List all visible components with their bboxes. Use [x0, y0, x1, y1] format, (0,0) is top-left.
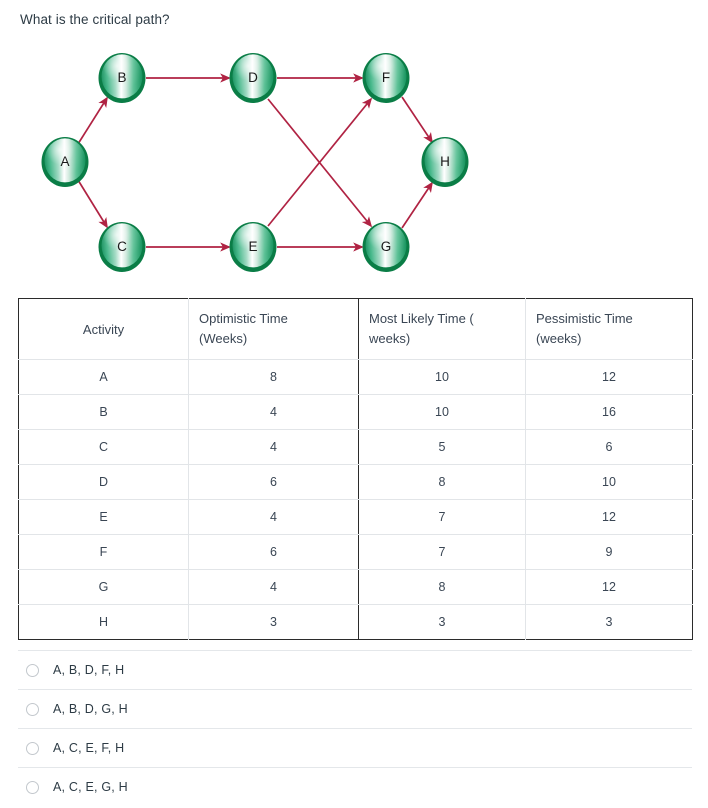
diagram-nodes: A B C D	[41, 53, 469, 272]
diagram-edges	[77, 73, 433, 252]
answer-options: A, B, D, F, H A, B, D, G, H A, C, E, F, …	[18, 650, 692, 806]
node-label-g: G	[381, 239, 392, 254]
cell-activity: G	[18, 569, 189, 605]
cell-optimistic: 6	[188, 464, 359, 500]
cell-activity: E	[18, 499, 189, 535]
node-label-h: H	[440, 154, 450, 169]
cell-pessimistic: 3	[525, 604, 693, 640]
answer-option-3[interactable]: A, C, E, F, H	[18, 728, 692, 767]
cell-optimistic: 8	[188, 359, 359, 395]
table-row: C 4 5 6	[18, 429, 693, 465]
table-body: A 8 10 12 B 4 10 16 C 4 5 6 D 6 8 10 E 4…	[18, 359, 693, 640]
network-diagram: A B C D	[0, 36, 708, 288]
node-g: G	[362, 222, 410, 272]
column-header-pessimistic-line2: (weeks)	[536, 331, 582, 346]
table-header-row: Activity Optimistic Time (Weeks) Most Li…	[18, 298, 693, 360]
node-c: C	[98, 222, 146, 272]
node-label-b: B	[117, 70, 126, 85]
radio-button-icon[interactable]	[26, 702, 39, 716]
node-a: A	[41, 137, 89, 187]
node-label-a: A	[60, 154, 69, 169]
cell-activity: A	[18, 359, 189, 395]
page-title: What is the critical path?	[20, 12, 170, 27]
cell-optimistic: 4	[188, 394, 359, 430]
answer-option-label: A, C, E, G, H	[53, 780, 128, 794]
node-label-e: E	[248, 239, 257, 254]
node-label-d: D	[248, 70, 258, 85]
cell-pessimistic: 10	[525, 464, 693, 500]
node-h: H	[421, 137, 469, 187]
cell-most-likely: 10	[358, 394, 526, 430]
cell-pessimistic: 12	[525, 359, 693, 395]
column-header-pessimistic-line1: Pessimistic Time	[536, 310, 633, 326]
node-label-f: F	[382, 70, 390, 85]
column-header-optimistic: Optimistic Time (Weeks)	[188, 298, 359, 360]
column-header-most-likely-line2: weeks)	[369, 331, 411, 346]
cell-most-likely: 5	[358, 429, 526, 465]
answer-option-label: A, C, E, F, H	[53, 741, 125, 755]
cell-most-likely: 8	[358, 569, 526, 605]
table-row: D 6 8 10	[18, 464, 693, 500]
cell-pessimistic: 9	[525, 534, 693, 570]
cell-activity: D	[18, 464, 189, 500]
column-header-most-likely-line1: Most Likely Time (	[369, 310, 474, 326]
column-header-optimistic-line1: Optimistic Time	[199, 310, 288, 326]
node-e: E	[229, 222, 277, 272]
cell-pessimistic: 12	[525, 499, 693, 535]
node-d: D	[229, 53, 277, 103]
table-row: A 8 10 12	[18, 359, 693, 395]
cell-most-likely: 10	[358, 359, 526, 395]
cell-optimistic: 6	[188, 534, 359, 570]
cell-optimistic: 3	[188, 604, 359, 640]
edge-e-f	[267, 97, 373, 227]
cell-optimistic: 4	[188, 569, 359, 605]
node-label-c: C	[117, 239, 127, 254]
column-header-most-likely: Most Likely Time ( weeks)	[358, 298, 526, 360]
cell-pessimistic: 6	[525, 429, 693, 465]
cell-optimistic: 4	[188, 499, 359, 535]
cell-activity: B	[18, 394, 189, 430]
cell-activity: C	[18, 429, 189, 465]
cell-most-likely: 7	[358, 534, 526, 570]
cell-most-likely: 7	[358, 499, 526, 535]
edge-g-h	[401, 181, 433, 229]
table-row: E 4 7 12	[18, 499, 693, 535]
table-row: B 4 10 16	[18, 394, 693, 430]
node-f: F	[362, 53, 410, 103]
cell-activity: F	[18, 534, 189, 570]
pert-estimates-table: Activity Optimistic Time (Weeks) Most Li…	[18, 298, 693, 640]
node-b: B	[98, 53, 146, 103]
answer-option-1[interactable]: A, B, D, F, H	[18, 650, 692, 689]
cell-optimistic: 4	[188, 429, 359, 465]
radio-button-icon[interactable]	[26, 741, 39, 755]
column-header-optimistic-line2: (Weeks)	[199, 331, 248, 346]
column-header-activity: Activity	[18, 298, 189, 360]
answer-option-4[interactable]: A, C, E, G, H	[18, 767, 692, 806]
radio-button-icon[interactable]	[26, 663, 39, 677]
edge-a-c	[77, 179, 108, 229]
radio-button-icon[interactable]	[26, 780, 39, 794]
table-row: F 6 7 9	[18, 534, 693, 570]
table-header: Activity Optimistic Time (Weeks) Most Li…	[18, 298, 693, 360]
answer-option-2[interactable]: A, B, D, G, H	[18, 689, 692, 728]
cell-pessimistic: 16	[525, 394, 693, 430]
cell-pessimistic: 12	[525, 569, 693, 605]
column-header-pessimistic: Pessimistic Time (weeks)	[525, 298, 693, 360]
edge-a-b	[77, 96, 108, 145]
edge-f-h	[401, 96, 433, 144]
cell-activity: H	[98, 615, 109, 629]
cell-most-likely: 3	[358, 604, 526, 640]
answer-option-label: A, B, D, G, H	[53, 702, 128, 716]
cell-most-likely: 8	[358, 464, 526, 500]
table-row: G 4 8 12	[18, 569, 693, 605]
answer-option-label: A, B, D, F, H	[53, 663, 125, 677]
table-row: H 3 3 3	[19, 604, 693, 640]
